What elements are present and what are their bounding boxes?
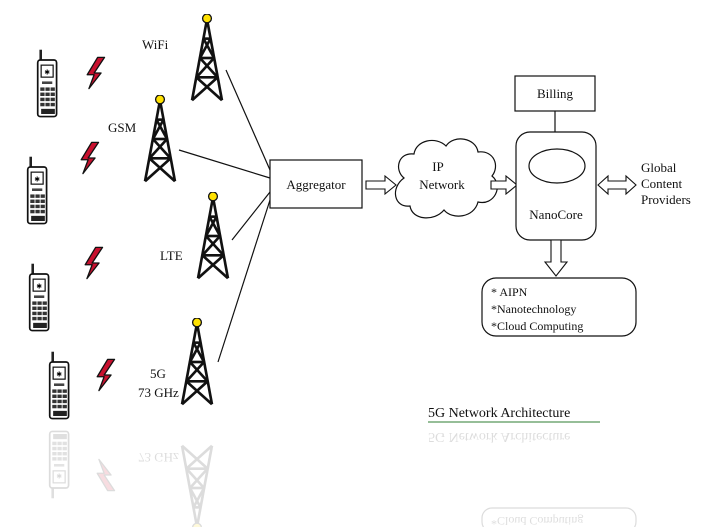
service-cloud-computing: *Cloud Computing: [491, 319, 583, 333]
gsm-label: GSM: [108, 120, 137, 135]
5g-tower-icon: [180, 318, 214, 406]
towers: [143, 14, 230, 406]
network-label: Network: [419, 177, 465, 192]
5g-connector-line: [217, 199, 271, 363]
services-box: [481, 277, 637, 337]
wifi-tower-icon: [190, 14, 224, 102]
ip-network-cloud: [394, 138, 498, 219]
ip-label: IP: [432, 159, 444, 174]
reflected-caption: 5G Network Architecture: [428, 429, 570, 444]
mobile-phone-icon: [48, 430, 70, 500]
ip-to-nanocore-arrow: [490, 174, 518, 196]
billing-box: [514, 75, 596, 112]
nanocore-to-services-arrow: [543, 239, 569, 277]
mobile-phone-icon: [48, 350, 70, 420]
reflected-service: *Cloud Computing: [491, 514, 583, 527]
5g-tower-icon: [180, 444, 214, 527]
aggregator-to-ip-arrow: [365, 174, 397, 196]
gsm-connector-line: [178, 149, 271, 179]
lte-label: LTE: [160, 248, 183, 263]
service-nanotechnology: *Nanotechnology: [491, 302, 576, 316]
reflection: 73 GHz 5G Network Architecture *Cloud Co…: [48, 429, 637, 527]
lightning-icon: [96, 458, 116, 492]
service-aipn: * AIPN: [491, 285, 528, 299]
providers-label: Providers: [641, 192, 691, 207]
tower-connectors: [178, 69, 271, 363]
lte-connector-line: [231, 191, 271, 241]
diagram-caption: 5G Network Architecture: [428, 406, 570, 421]
aggregator-box: [269, 159, 363, 209]
lte-tower-icon: [196, 192, 230, 280]
wifi-connector-line: [225, 69, 271, 171]
mobile-phone-icon: [36, 48, 58, 118]
signal-bolts: [80, 56, 116, 392]
nanocore-box: [515, 131, 597, 241]
wifi-label: WiFi: [142, 37, 169, 52]
aggregator-label: Aggregator: [286, 177, 346, 192]
nanocore-chip: [528, 148, 586, 184]
lightning-icon: [80, 141, 100, 175]
lightning-icon: [84, 246, 104, 280]
phones: [26, 48, 70, 420]
global-label: Global: [641, 160, 677, 175]
gsm-tower-icon: [143, 95, 177, 183]
billing-label: Billing: [537, 86, 574, 101]
5g-frequency-label: 73 GHz: [138, 385, 179, 400]
mobile-phone-icon: [26, 155, 48, 225]
reflected-frequency-label: 73 GHz: [138, 450, 179, 465]
reflected-services-box: [481, 507, 637, 527]
nanocore-label: NanoCore: [529, 207, 583, 222]
nanocore-global-double-arrow: [597, 174, 637, 196]
content-label: Content: [641, 176, 683, 191]
5g-label: 5G: [150, 366, 166, 381]
mobile-phone-icon: [28, 262, 50, 332]
lightning-icon: [96, 358, 116, 392]
lightning-icon: [86, 56, 106, 90]
